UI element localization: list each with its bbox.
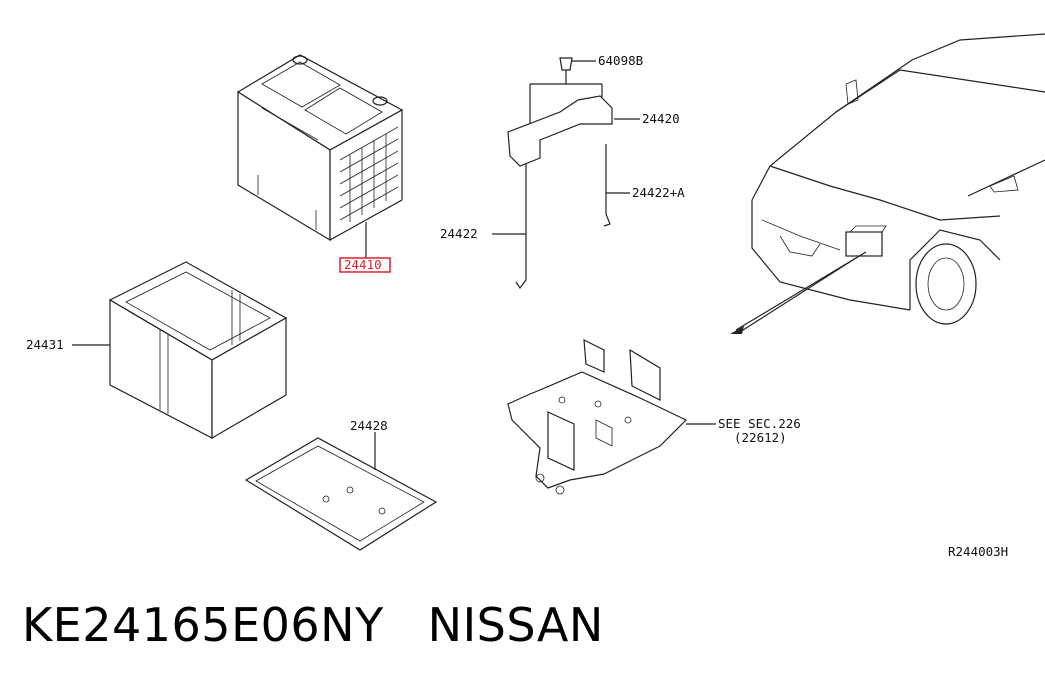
vehicle-illustration (730, 33, 1045, 334)
battery-callout-highlight (339, 257, 391, 273)
battery-bracket-illustration (507, 338, 716, 495)
battery-cover-illustration (72, 261, 288, 440)
callout-rod[interactable]: 24422 (440, 226, 478, 241)
battery-tray-illustration (244, 432, 438, 551)
callout-see-sec-line1[interactable]: SEE SEC.226 (718, 416, 801, 431)
callout-battery[interactable]: 24410 (344, 257, 382, 272)
callout-cover[interactable]: 24431 (26, 337, 64, 352)
hold-down-frame-illustration (492, 57, 640, 290)
battery-illustration (236, 54, 404, 258)
callout-see-sec-line2[interactable]: (22612) (734, 430, 787, 445)
callout-rod-a[interactable]: 24422+A (632, 185, 685, 200)
part-number: KE24165E06NY (22, 598, 384, 652)
brand-name: NISSAN (427, 598, 604, 652)
callout-frame[interactable]: 24420 (642, 111, 680, 126)
part-footer: KE24165E06NY NISSAN (22, 598, 604, 652)
callout-nut[interactable]: 64098B (598, 53, 643, 68)
callout-tray[interactable]: 24428 (350, 418, 388, 433)
drawing-code: R244003H (948, 544, 1008, 559)
